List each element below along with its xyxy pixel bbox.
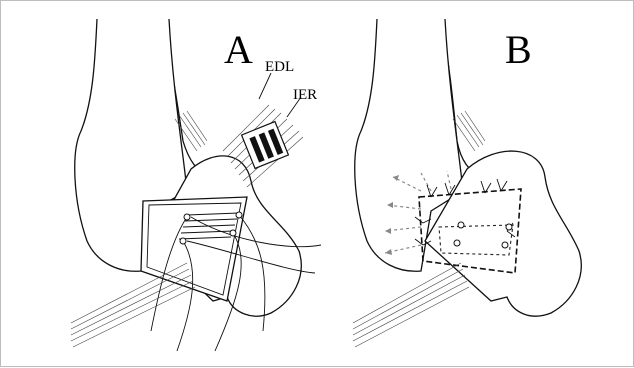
ier-label: IER [293, 87, 317, 103]
edl-label: EDL [265, 59, 294, 75]
panel-b-letter: B [505, 27, 532, 72]
tendon-bundle-a [71, 263, 195, 347]
panel-b: B [353, 19, 581, 347]
tendon-bundle-b [353, 263, 469, 347]
panel-a: A EDL IER [71, 19, 321, 351]
panel-a-letter: A [224, 27, 253, 72]
